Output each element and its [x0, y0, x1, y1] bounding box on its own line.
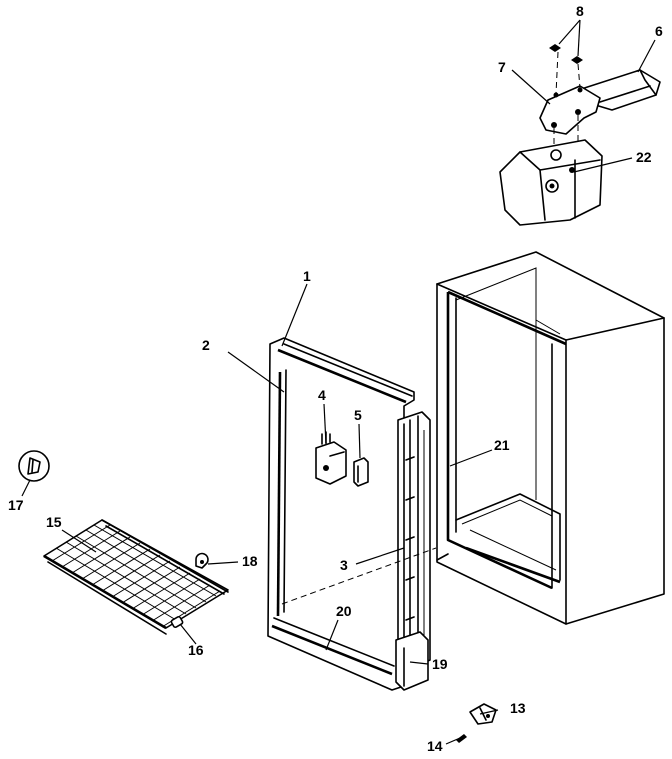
door-assembly	[267, 337, 437, 691]
callout-4: 4	[318, 387, 326, 403]
shelf-support-icon	[18, 450, 50, 482]
callout-22: 22	[636, 149, 652, 165]
callout-14: 14	[427, 738, 443, 754]
thermostat-control	[315, 431, 347, 485]
callout-7: 7	[498, 59, 506, 75]
callout-13: 13	[510, 700, 526, 716]
screw-icon	[456, 734, 467, 743]
clip-icon	[195, 552, 209, 569]
icemaker-assembly	[499, 44, 661, 226]
leader-lines	[21, 19, 656, 745]
callout-1: 1	[303, 268, 311, 284]
callout-20: 20	[336, 603, 352, 619]
light-switch	[353, 457, 369, 487]
callout-21: 21	[494, 437, 510, 453]
callout-15: 15	[46, 514, 62, 530]
callout-19: 19	[432, 656, 448, 672]
wire-shelf	[43, 519, 229, 635]
callout-2: 2	[202, 337, 210, 353]
callout-16: 16	[188, 642, 204, 658]
hinge-icon	[469, 703, 497, 725]
callout-6: 6	[655, 23, 663, 39]
callout-3: 3	[340, 557, 348, 573]
cabinet	[436, 251, 665, 625]
callout-5: 5	[354, 407, 362, 423]
callout-18: 18	[242, 553, 258, 569]
callout-17: 17	[8, 497, 24, 513]
callout-8: 8	[576, 3, 584, 19]
screw-icon	[571, 56, 583, 89]
screw-icon	[549, 44, 561, 95]
